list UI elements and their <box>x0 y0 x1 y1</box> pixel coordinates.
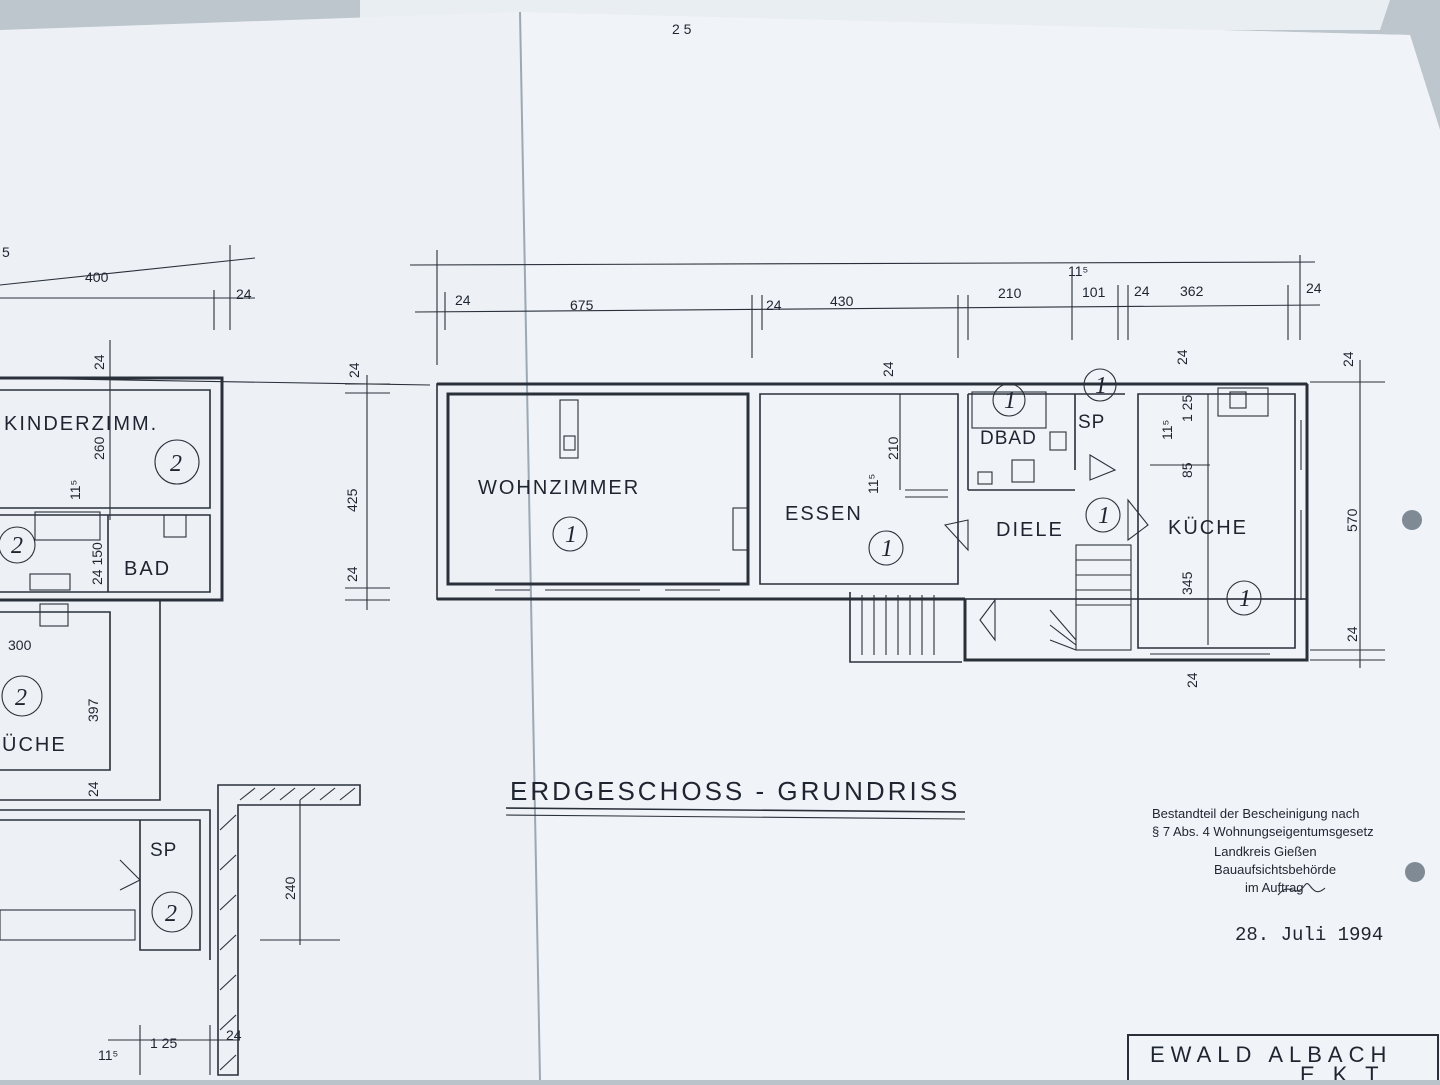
svg-text:300: 300 <box>8 637 32 653</box>
svg-text:24: 24 <box>766 297 782 313</box>
architect-title-block: EWALD ALBACH E K T <box>1127 1034 1439 1085</box>
svg-text:2: 2 <box>165 901 177 927</box>
room-label-sp-left: SP <box>150 840 177 861</box>
dimension-labels-vertical: 24 425 24 24 570 24 <box>344 351 1360 642</box>
svg-text:1 25: 1 25 <box>150 1035 177 1051</box>
svg-text:11⁵: 11⁵ <box>1068 263 1088 279</box>
svg-text:260: 260 <box>91 436 107 460</box>
svg-text:24: 24 <box>455 292 471 308</box>
top-fragment-text: 2 5 <box>672 21 692 37</box>
stamp-line-2: § 7 Abs. 4 Wohnungseigentumsgesetz <box>1152 824 1374 839</box>
svg-text:24: 24 <box>1174 349 1190 365</box>
svg-text:210: 210 <box>998 285 1022 301</box>
left-floor-plan <box>0 376 361 1076</box>
svg-text:24: 24 <box>1306 280 1322 296</box>
stamp-line-3: Landkreis Gießen <box>1214 844 1317 859</box>
dimension-lines-top <box>0 245 1321 365</box>
svg-text:570: 570 <box>1344 508 1360 532</box>
svg-text:24: 24 <box>85 781 101 797</box>
room-label-kueche: KÜCHE <box>1168 517 1248 539</box>
architect-name: EWALD ALBACH <box>1150 1042 1392 1067</box>
svg-text:24 150: 24 150 <box>89 542 105 585</box>
svg-text:425: 425 <box>344 488 360 512</box>
svg-text:1: 1 <box>565 522 577 548</box>
svg-text:24: 24 <box>344 566 360 582</box>
svg-text:24: 24 <box>880 361 896 377</box>
svg-text:210: 210 <box>885 436 901 460</box>
svg-text:24: 24 <box>1184 672 1200 688</box>
svg-text:85: 85 <box>1179 462 1195 478</box>
svg-text:2: 2 <box>170 451 182 477</box>
svg-text:430: 430 <box>830 293 854 309</box>
svg-text:24: 24 <box>1344 626 1360 642</box>
plan-title: ERDGESCHOSS - GRUNDRISS <box>510 776 960 806</box>
svg-text:400: 400 <box>85 269 109 285</box>
svg-text:24: 24 <box>1340 351 1356 367</box>
svg-text:24: 24 <box>91 354 107 370</box>
svg-text:1: 1 <box>1239 586 1251 612</box>
svg-text:345: 345 <box>1179 571 1195 595</box>
svg-text:11⁵: 11⁵ <box>865 474 881 494</box>
dimension-labels-top: 24 675 24 430 210 11⁵ 101 24 362 24 5 40… <box>2 244 1322 313</box>
svg-text:24: 24 <box>1134 283 1150 299</box>
stamp-line-4: Bauaufsichtsbehörde <box>1214 862 1336 877</box>
room-label-wohnzimmer: WOHNZIMMER <box>478 477 640 499</box>
svg-text:11⁵: 11⁵ <box>67 480 83 500</box>
svg-text:397: 397 <box>85 698 101 722</box>
room-label-sp: SP <box>1078 412 1105 433</box>
dimension-lines-vertical <box>345 360 1385 668</box>
room-label-kinderzimmer: KINDERZIMM. <box>4 413 158 435</box>
svg-text:5: 5 <box>2 244 10 260</box>
svg-text:1: 1 <box>1098 503 1110 529</box>
room-label-kueche-left: ÜCHE <box>2 734 67 756</box>
stamp-line-5: im Auftrag <box>1245 880 1304 895</box>
svg-text:24: 24 <box>236 286 252 302</box>
stamp-date: 28. Juli 1994 <box>1235 924 1383 946</box>
svg-text:24: 24 <box>346 362 362 378</box>
svg-text:24: 24 <box>226 1027 242 1043</box>
svg-text:101: 101 <box>1082 284 1106 300</box>
svg-text:1: 1 <box>1095 373 1107 399</box>
svg-text:362: 362 <box>1180 283 1204 299</box>
stairs-interior <box>1049 544 1132 651</box>
left-dimension-lines <box>108 340 240 1075</box>
svg-text:675: 675 <box>570 297 594 313</box>
signature <box>1277 883 1326 896</box>
svg-text:1: 1 <box>1004 388 1016 414</box>
svg-text:1: 1 <box>881 536 893 562</box>
svg-text:11⁵: 11⁵ <box>98 1047 118 1063</box>
room-label-dbad: DBAD <box>980 428 1037 449</box>
left-room-labels: KINDERZIMM. 2 2 BAD 2 ÜCHE SP 2 <box>0 413 200 933</box>
svg-text:2: 2 <box>15 685 27 711</box>
architect-title-fragment: E K T <box>1300 1062 1385 1080</box>
interior-dimension-labels: 24 210 11⁵ 24 1 25 11⁵ 85 345 24 <box>865 349 1200 688</box>
stairs-exterior <box>861 595 935 655</box>
paper-fold <box>519 11 541 1081</box>
svg-text:2: 2 <box>11 533 23 559</box>
stamp-line-1: Bestandteil der Bescheinigung nach <box>1152 806 1359 821</box>
main-room-labels: WOHNZIMMER 1 ESSEN 1 DBAD 1 SP 1 DIELE 1… <box>478 368 1262 616</box>
left-dimension-labels: 24 260 11⁵ 24 150 300 397 24 240 11⁵ 1 2… <box>8 354 298 1063</box>
room-label-diele: DIELE <box>996 519 1064 541</box>
svg-text:11⁵: 11⁵ <box>1159 420 1175 440</box>
punch-hole <box>1402 510 1422 530</box>
svg-text:240: 240 <box>282 876 298 900</box>
approval-stamp: Bestandteil der Bescheinigung nach § 7 A… <box>1152 806 1383 946</box>
punch-hole <box>1405 862 1425 882</box>
room-label-bad: BAD <box>124 558 171 580</box>
title-underline <box>505 807 966 813</box>
svg-text:1 25: 1 25 <box>1179 395 1195 422</box>
room-label-essen: ESSEN <box>785 503 863 525</box>
